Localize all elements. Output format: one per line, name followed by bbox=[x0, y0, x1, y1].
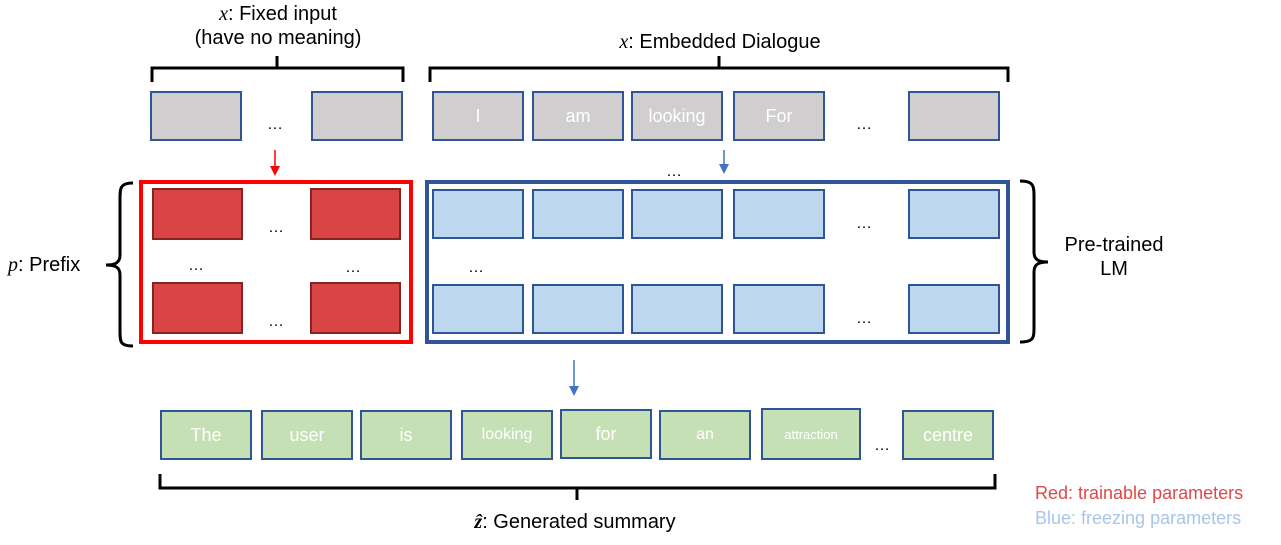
legend-freezing: Blue: freezing parameters bbox=[1035, 508, 1242, 528]
summary-token: an bbox=[659, 410, 751, 460]
prefix-token bbox=[310, 188, 401, 240]
fixed-input-token-n bbox=[311, 91, 403, 141]
fixed-input-text: : Fixed input bbox=[227, 3, 337, 25]
lm-label: Pre-trained LM bbox=[1052, 233, 1176, 281]
summary-token: looking bbox=[461, 410, 553, 460]
fixed-input-bracket bbox=[150, 56, 405, 82]
lm-token bbox=[631, 189, 723, 239]
prefix-token bbox=[152, 188, 243, 240]
embedded-dialogue-bracket bbox=[428, 56, 1010, 82]
dialogue-token: I bbox=[432, 91, 524, 141]
embedded-dialogue-label: x: Embedded Dialogue bbox=[430, 30, 1010, 54]
dialogue-ellipsis: … bbox=[856, 116, 872, 133]
prefix-row2-ellipsis: … bbox=[268, 313, 284, 330]
fixed-input-label: x: Fixed input (have no meaning) bbox=[150, 2, 406, 50]
lm-label-line2: LM bbox=[1100, 258, 1128, 280]
lm-brace bbox=[1019, 179, 1049, 344]
summary-token: The bbox=[160, 410, 252, 460]
summary-token: centre bbox=[902, 410, 994, 460]
lm-frame bbox=[425, 180, 1010, 344]
dialogue-token-last bbox=[908, 91, 1000, 141]
prefix-frame bbox=[139, 180, 413, 344]
summary-label: ẑ: Generated summary bbox=[400, 510, 750, 534]
lm-middle-ellipsis: … bbox=[468, 259, 484, 276]
dialogue-token: For bbox=[733, 91, 825, 141]
lm-token bbox=[733, 284, 825, 334]
dialogue-token: am bbox=[532, 91, 624, 141]
lm-row1-ellipsis: … bbox=[856, 215, 872, 232]
prefix-label: p: Prefix bbox=[8, 253, 80, 277]
fixed-input-token-1 bbox=[150, 91, 242, 141]
embedded-text: : Embedded Dialogue bbox=[628, 31, 821, 53]
prefix-row1-ellipsis: … bbox=[268, 219, 284, 236]
between-rows-ellipsis: … bbox=[666, 163, 682, 180]
output-arrow-head bbox=[569, 386, 579, 396]
prefix-right-ellipsis: … bbox=[345, 259, 361, 276]
lm-token bbox=[532, 284, 624, 334]
embedded-var: x bbox=[619, 31, 629, 53]
red-arrow-head bbox=[270, 166, 280, 176]
summary-bracket bbox=[158, 474, 997, 500]
prefix-left-ellipsis: … bbox=[188, 257, 204, 274]
lm-token bbox=[532, 189, 624, 239]
lm-row2-ellipsis: … bbox=[856, 310, 872, 327]
dialogue-token: looking bbox=[631, 91, 723, 141]
fixed-input-subtext: (have no meaning) bbox=[194, 27, 362, 49]
summary-token: attraction bbox=[761, 408, 861, 460]
fixed-input-var: x bbox=[219, 3, 228, 25]
lm-token bbox=[733, 189, 825, 239]
prefix-brace bbox=[105, 181, 134, 348]
prefix-var: p bbox=[8, 254, 18, 276]
lm-token bbox=[432, 284, 524, 334]
prefix-token bbox=[310, 282, 401, 334]
fixed-input-ellipsis: … bbox=[267, 116, 283, 133]
summary-token: for bbox=[560, 409, 652, 459]
prefix-token bbox=[152, 282, 243, 334]
summary-token: user bbox=[261, 410, 353, 460]
prefix-text: : Prefix bbox=[18, 254, 81, 276]
lm-token bbox=[908, 189, 1000, 239]
summary-token: is bbox=[360, 410, 452, 460]
summary-ellipsis: … bbox=[874, 437, 890, 454]
summary-var: ẑ bbox=[474, 511, 483, 533]
lm-token bbox=[432, 189, 524, 239]
summary-text: : Generated summary bbox=[482, 511, 676, 533]
legend-trainable: Red: trainable parameters bbox=[1035, 483, 1244, 503]
blue-arrow-head bbox=[719, 164, 729, 174]
lm-token bbox=[908, 284, 1000, 334]
lm-label-line1: Pre-trained bbox=[1064, 234, 1164, 256]
lm-token bbox=[631, 284, 723, 334]
